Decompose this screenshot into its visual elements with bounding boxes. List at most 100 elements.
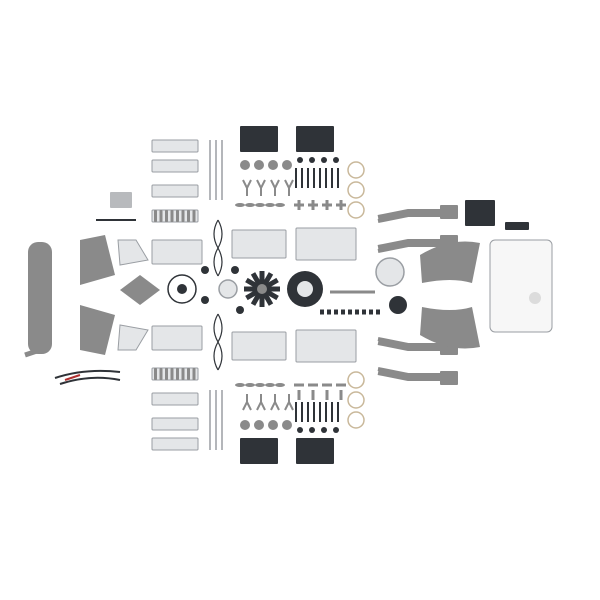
nut: [309, 427, 315, 433]
cylinder-block: [231, 331, 287, 361]
muffler: [28, 242, 52, 354]
head-gasket: [151, 159, 199, 173]
valve-spring: [187, 368, 190, 380]
valve-cap: [254, 160, 264, 170]
timing-cover: [80, 305, 115, 355]
valve-spring: [170, 368, 174, 380]
display-stand: [489, 239, 553, 333]
rocker-shaft: [308, 200, 318, 210]
valve-spring: [181, 368, 185, 380]
valve-keeper: [235, 383, 245, 387]
valve-spring: [165, 368, 168, 380]
rocker-arm: [270, 394, 280, 411]
crankcase-half: [295, 329, 357, 363]
valve-cap: [282, 160, 292, 170]
valve-spring: [181, 210, 185, 222]
starter-gear: [389, 296, 407, 314]
exhaust-gasket: [347, 411, 365, 429]
rocker-arm: [270, 179, 280, 196]
valve-cover: [117, 239, 149, 266]
exhaust-gasket: [347, 391, 365, 409]
nut: [321, 157, 327, 163]
cylinder-block: [231, 229, 287, 259]
nut: [321, 427, 327, 433]
cylinder-head: [151, 239, 203, 265]
rocker-arm: [284, 179, 294, 196]
exhaust-gasket: [347, 161, 365, 179]
flywheel-hub: [177, 284, 187, 294]
timing-belt: [213, 313, 223, 371]
valve-keeper: [275, 383, 285, 387]
bellhousing: [120, 275, 160, 305]
exhaust-header: [377, 239, 448, 253]
rocker-arm: [242, 394, 252, 411]
rocker-shaft: [308, 383, 318, 400]
header-flange: [440, 371, 458, 385]
rocker-arm: [256, 394, 266, 411]
head-gasket: [151, 392, 199, 406]
valve-cover: [117, 324, 149, 351]
rocker-shaft: [322, 383, 332, 400]
nut: [333, 157, 339, 163]
valve-keeper: [255, 203, 265, 207]
rocker-shaft: [322, 200, 332, 210]
switch-plate: [505, 222, 529, 230]
valve-cap: [240, 420, 250, 430]
rocker-arm: [242, 179, 252, 196]
timing-belt: [213, 219, 223, 277]
valve-cap: [268, 420, 278, 430]
header-flange: [440, 205, 458, 219]
screw-bag: [110, 192, 132, 208]
rocker-arm: [256, 179, 266, 196]
crankcase-half: [295, 227, 357, 261]
valve-keeper: [265, 383, 275, 387]
valve-spring: [192, 210, 196, 222]
head-gasket: [151, 437, 199, 451]
nut: [297, 427, 303, 433]
wiring-harness: [54, 369, 121, 385]
intake-manifold: [240, 126, 278, 152]
rocker-shaft: [336, 383, 346, 400]
washer: [231, 266, 239, 274]
valve-keeper: [255, 383, 265, 387]
valve-keeper: [275, 203, 285, 207]
battery-box: [465, 200, 495, 226]
washer: [236, 306, 244, 314]
head-gasket: [151, 209, 199, 223]
head-gasket: [151, 417, 199, 431]
valve-spring: [187, 210, 190, 222]
nut: [309, 157, 315, 163]
rocker-shaft: [294, 383, 304, 400]
distributor-base: [375, 257, 405, 287]
head-gasket: [151, 184, 199, 198]
valve-cap: [268, 160, 278, 170]
valve-spring: [154, 368, 157, 380]
exhaust-header: [377, 367, 448, 381]
valve-keeper: [235, 203, 245, 207]
oil-pan: [420, 241, 480, 283]
valve-cap: [282, 420, 292, 430]
tailpipe: [24, 347, 41, 358]
air-cleaner-cap: [297, 281, 313, 297]
intake-manifold: [240, 438, 278, 464]
valve-cap: [240, 160, 250, 170]
valve-keeper: [265, 203, 275, 207]
valve-spring: [154, 210, 157, 222]
valve-keeper: [245, 203, 255, 207]
nut: [333, 427, 339, 433]
rocker-shaft: [294, 200, 304, 210]
intake-manifold: [296, 126, 334, 152]
fan-hub: [257, 284, 267, 294]
oil-pan: [420, 307, 480, 349]
exhaust-header: [377, 337, 448, 351]
wire-red: [64, 374, 81, 381]
valve-spring: [159, 368, 163, 380]
intake-manifold: [296, 438, 334, 464]
valve-spring: [176, 210, 179, 222]
valve-spring: [170, 210, 174, 222]
head-gasket: [151, 139, 199, 153]
valve-spring: [192, 368, 196, 380]
exhaust-gasket: [347, 371, 365, 389]
rocker-shaft: [336, 200, 346, 210]
